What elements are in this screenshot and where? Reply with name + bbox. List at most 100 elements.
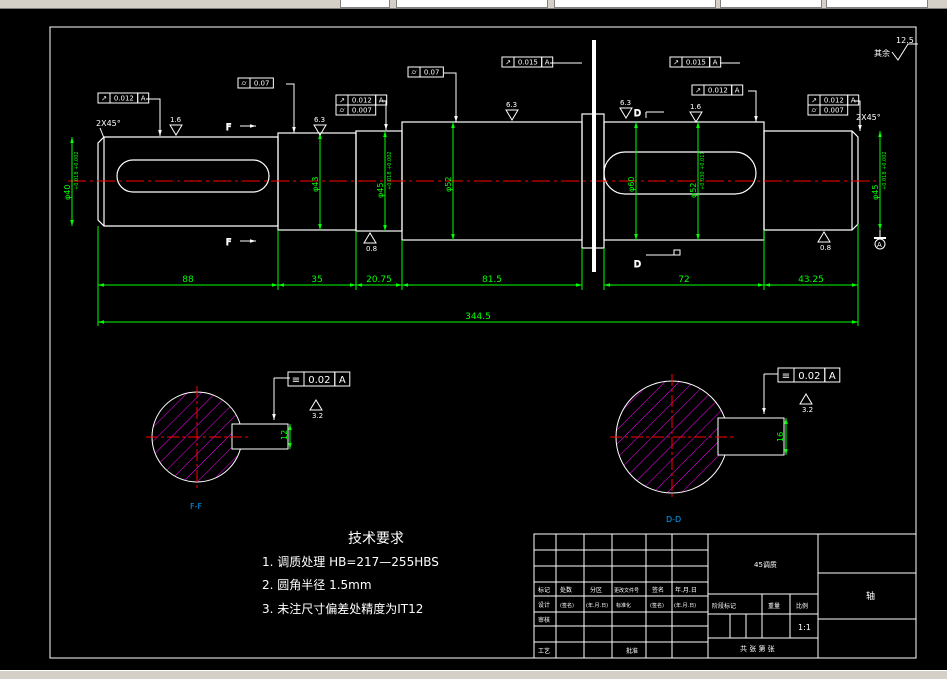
tol-frame-7-text-1: 0.015 — [686, 59, 706, 67]
tol-frame-8-text-2: A — [735, 87, 740, 95]
tol-frame-9-text-0: ↗ — [811, 97, 817, 105]
chamfer-right: 2X45° — [856, 113, 881, 122]
tb-part-name: 轴 — [866, 590, 875, 602]
dia-tol-3: +0.018 +0.002 — [387, 151, 393, 190]
roughness-2: 6.3 — [314, 116, 325, 124]
tb-l0: 审核 — [538, 616, 550, 624]
roughness-symbols — [169, 107, 831, 411]
section-D-bottom: D — [634, 260, 641, 270]
roughness-9: 3.2 — [802, 406, 813, 414]
tb-h4: 签名 — [652, 586, 664, 594]
length-dimensions — [97, 224, 859, 326]
datum-a-marker: A — [874, 230, 886, 250]
dia-label-7: φ45 — [871, 185, 880, 200]
notes-item-2: 2. 圆角半径 1.5mm — [262, 578, 372, 592]
section-D-top: D — [634, 109, 641, 119]
dia-tol-1: +0.018 +0.002 — [74, 151, 80, 190]
tol-frame-6-text-1: 0.015 — [518, 59, 538, 67]
tb-scale: 1:1 — [798, 623, 811, 632]
tol-frame-2-text-1: 0.07 — [254, 80, 270, 88]
cad-status-strip — [0, 670, 947, 679]
tol-frame-6-text-0: ↗ — [505, 59, 511, 67]
section-DD-label: D-D — [666, 515, 681, 524]
section-arrows: F F D D — [226, 109, 681, 271]
total-length-label: 344.5 — [465, 312, 491, 322]
tol-frame-10-text-1: 0.007 — [824, 107, 844, 115]
section-F-top: F — [226, 123, 231, 133]
tb-d4: (签名) — [650, 602, 664, 609]
section-FF-keyway: 12 — [280, 430, 289, 440]
tol-frame-2-cell-1 — [249, 77, 274, 89]
length-labels: 88 35 20.75 81.5 72 43.25 344.5 — [182, 275, 824, 322]
dia-label-3: φ45 — [376, 183, 385, 198]
drawing-border — [49, 26, 917, 659]
section-FF-label: F-F — [190, 502, 202, 511]
cad-drawing-canvas[interactable]: φ40 φ43 φ45 φ52 φ60 φ52 φ45 +0.018 +0.00… — [0, 9, 947, 670]
title-block-text: 45调质 轴 1:1 共 张 第 张 标记 处数 分区 更改文件号 签名 年.月… — [538, 560, 875, 655]
tb-approve: 批准 — [626, 647, 638, 655]
dia-tol-7: +0.018 +0.002 — [882, 151, 888, 190]
notes-item-1: 1. 调质处理 HB=217—255HBS — [262, 555, 439, 569]
toolbar-icon-group[interactable] — [340, 0, 390, 8]
layer-dropdown[interactable] — [396, 0, 548, 8]
tol-frame-9-text-2: A — [851, 97, 856, 105]
section-FF: 12 F-F — [146, 386, 292, 511]
length-label-6: 43.25 — [798, 275, 824, 285]
tol-frame-1-text-2: A — [141, 95, 146, 103]
roughness-3: 6.3 — [506, 101, 517, 109]
roughness-5: 1.6 — [690, 103, 702, 111]
tb-stage-0: 阶段标记 — [712, 602, 736, 610]
linetype-dropdown[interactable] — [720, 0, 822, 8]
roughness-1: 1.6 — [170, 116, 182, 124]
tol-frame-9-cell-2 — [847, 94, 860, 106]
tol-frame-4-cell-1 — [347, 104, 377, 116]
roughness-7: 0.8 — [820, 244, 831, 252]
dia-label-2: φ43 — [311, 177, 320, 192]
color-dropdown[interactable] — [554, 0, 716, 8]
roughness-6: 0.8 — [366, 245, 377, 253]
tol-frame-6-cell-2 — [541, 56, 554, 68]
section-F-bottom: F — [226, 238, 231, 248]
tol-frame-10-cell-1 — [819, 104, 849, 116]
tol-frame-9-text-1: 0.012 — [824, 97, 844, 105]
title-block — [533, 533, 917, 659]
tb-material: 45调质 — [754, 560, 777, 569]
tol-frame-7-text-2: A — [713, 59, 718, 67]
tb-l1: 工艺 — [538, 647, 550, 655]
tol-frame-1-text-1: 0.012 — [114, 95, 134, 103]
tol-frame-5-text-1: 0.07 — [424, 69, 440, 77]
tolerance-leaders — [146, 62, 862, 420]
tol-frame-1-text-0: ↗ — [101, 95, 107, 103]
dia-label-6: φ52 — [689, 183, 698, 198]
tol-frame-6-text-2: A — [545, 59, 550, 67]
tb-h3: 更改文件号 — [614, 587, 639, 594]
section-frame-2-cell-2 — [824, 367, 841, 383]
chamfer-left-leader — [99, 127, 105, 139]
general-roughness: 其余 12.5 — [874, 36, 918, 61]
tb-d1: (签名) — [560, 602, 574, 609]
section-frame-2-text-0: ≡ — [782, 371, 790, 382]
notes-item-3: 3. 未注尺寸偏差处精度为IT12 — [262, 601, 423, 616]
tb-h0: 标记 — [538, 586, 550, 594]
tb-stage-2: 比例 — [796, 602, 808, 610]
dia-label-5: φ60 — [627, 177, 636, 192]
cad-toolbar-strip — [0, 0, 947, 9]
length-label-2: 35 — [311, 275, 322, 285]
lineweight-dropdown[interactable] — [826, 0, 928, 8]
length-label-5: 72 — [678, 275, 689, 285]
tol-frame-10-text-0: ⌭ — [811, 107, 816, 115]
tol-frame-2-text-0: ⌭ — [241, 80, 246, 88]
tol-frame-8-text-1: 0.012 — [708, 87, 728, 95]
section-frame-1-text-1: 0.02 — [308, 375, 330, 386]
technical-notes: 技术要求 1. 调质处理 HB=217—255HBS 2. 圆角半径 1.5mm… — [262, 531, 439, 616]
tol-frame-1-cell-2 — [137, 92, 150, 104]
diameter-labels: φ40 φ43 φ45 φ52 φ60 φ52 φ45 +0.018 +0.00… — [63, 151, 888, 200]
tb-h1: 处数 — [560, 586, 572, 594]
roughness-8: 3.2 — [312, 412, 323, 420]
datum-a-label: A — [877, 241, 882, 249]
tb-d0: 设计 — [538, 601, 550, 609]
section-frame-1-text-0: ≡ — [292, 375, 300, 386]
length-label-4: 81.5 — [482, 275, 502, 285]
dia-label-4: φ52 — [444, 177, 453, 192]
